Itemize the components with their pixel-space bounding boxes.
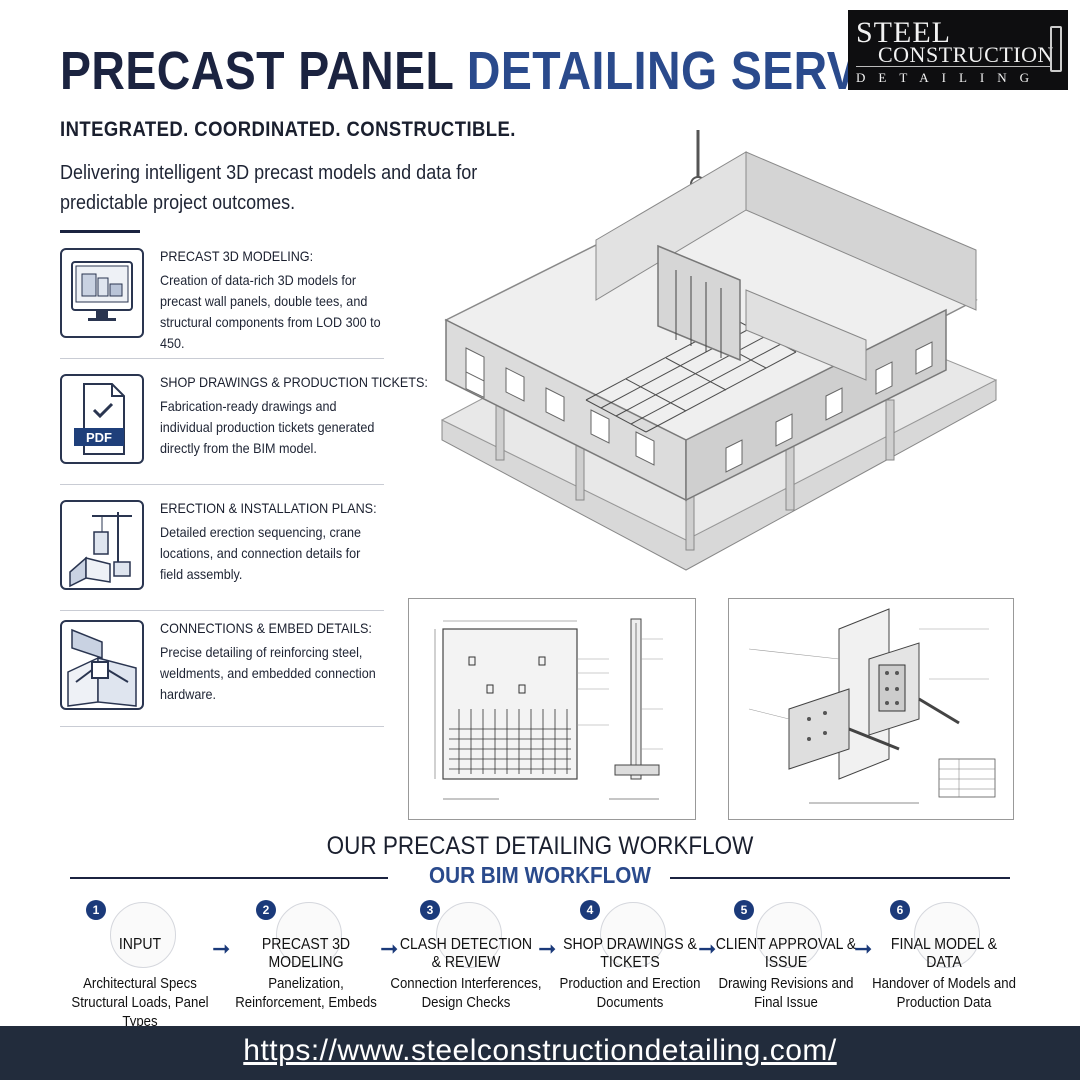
step-number-badge: 4 [580, 900, 600, 920]
clash-detection-icon [436, 902, 502, 968]
company-logo: STEEL CONSTRUCTION DETAILING [848, 10, 1068, 90]
service-description: Precise detailing of reinforcing steel, … [160, 644, 376, 702]
step-number-badge: 3 [420, 900, 440, 920]
model-icon [276, 902, 342, 968]
connection-detail-icon [60, 620, 144, 710]
intro-divider [60, 230, 140, 233]
service-description: Fabrication-ready drawings and individua… [160, 398, 375, 456]
logo-line-1: STEEL [856, 16, 951, 49]
divider [60, 358, 384, 359]
shop-drawing-icon [600, 902, 666, 968]
workflow-subtitle: OUR BIM WORKFLOW [429, 862, 651, 888]
step-detail: Drawing Revisions and Final Issue [718, 975, 854, 1011]
service-shop-drawings: PDF SHOP DRAWINGS & PRODUCTION TICKETS: … [60, 374, 428, 485]
step-detail: Handover of Models and Production Data [872, 975, 1016, 1011]
precast-building-illustration [436, 130, 1006, 590]
service-erection-plans: ERECTION & INSTALLATION PLANS: Detailed … [60, 500, 384, 611]
step-number-badge: 2 [256, 900, 276, 920]
page-title: PRECAST PANEL DETAILING SERVICES [60, 40, 968, 102]
monitor-model-icon [60, 248, 144, 338]
arrow-right-icon: ➞ [212, 936, 231, 961]
service-description: Creation of data-rich 3D models for prec… [160, 272, 381, 351]
footer-bar: https://www.steelconstructiondetailing.c… [0, 1026, 1080, 1080]
approval-icon [756, 902, 822, 968]
logo-line-2: CONSTRUCTION [878, 42, 1054, 67]
service-heading: CONNECTIONS & EMBED DETAILS: [160, 620, 372, 636]
input-document-icon [110, 902, 176, 968]
arrow-right-icon: ➞ [538, 936, 557, 961]
divider [670, 877, 1010, 879]
service-precast-3d-modeling: PRECAST 3D MODELING: Creation of data-ri… [60, 248, 384, 359]
service-heading: ERECTION & INSTALLATION PLANS: [160, 500, 377, 516]
logo-line-3: DETAILING [856, 70, 1042, 85]
workflow-title: OUR PRECAST DETAILING WORKFLOW [326, 832, 754, 860]
step-number-badge: 6 [890, 900, 910, 920]
final-model-icon [914, 902, 980, 968]
step-name: INPUT [118, 936, 162, 953]
step-name: CLASH DETECTION & REVIEW [399, 936, 533, 971]
step-name: SHOP DRAWINGS & TICKETS [563, 936, 697, 971]
step-detail: Panelization, Reinforcement, Embeds [235, 975, 377, 1011]
step-number-badge: 5 [734, 900, 754, 920]
step-name: CLIENT APPROVAL & ISSUE [715, 936, 857, 971]
step-name: FINAL MODEL & DATA [890, 936, 998, 971]
pdf-label: PDF [86, 430, 112, 445]
step-number-badge: 1 [86, 900, 106, 920]
bolt-icon [1050, 26, 1062, 72]
workflow-subtitle-row: OUR BIM WORKFLOW [70, 862, 1010, 892]
intro-text: Delivering intelligent 3D precast models… [60, 162, 478, 214]
website-link[interactable]: https://www.steelconstructiondetailing.c… [243, 1034, 837, 1067]
crane-erection-icon [60, 500, 144, 590]
step-detail: Production and Erection Documents [559, 975, 701, 1011]
arrow-right-icon: ➞ [854, 936, 873, 961]
service-description: Detailed erection sequencing, crane loca… [160, 524, 362, 582]
divider [60, 726, 384, 727]
tagline: INTEGRATED. COORDINATED. CONSTRUCTIBLE. [60, 118, 516, 141]
divider [70, 877, 388, 879]
connection-detail-drawing [728, 598, 1014, 820]
logo-divider [856, 66, 1051, 67]
divider [60, 610, 384, 611]
arrow-right-icon: ➞ [698, 936, 717, 961]
pdf-document-icon: PDF [60, 374, 144, 464]
divider [60, 484, 384, 485]
service-connections-embeds: CONNECTIONS & EMBED DETAILS: Precise det… [60, 620, 384, 727]
title-part-1: PRECAST PANEL [60, 41, 454, 101]
step-detail: Connection Interferences, Design Checks [390, 975, 542, 1011]
service-heading: SHOP DRAWINGS & PRODUCTION TICKETS: [160, 374, 428, 390]
step-detail: Architectural Specs Structural Loads, Pa… [71, 975, 209, 1030]
panel-elevation-drawing [408, 598, 696, 820]
arrow-right-icon: ➞ [380, 936, 399, 961]
service-heading: PRECAST 3D MODELING: [160, 248, 314, 264]
step-name: PRECAST 3D MODELING [261, 936, 351, 971]
